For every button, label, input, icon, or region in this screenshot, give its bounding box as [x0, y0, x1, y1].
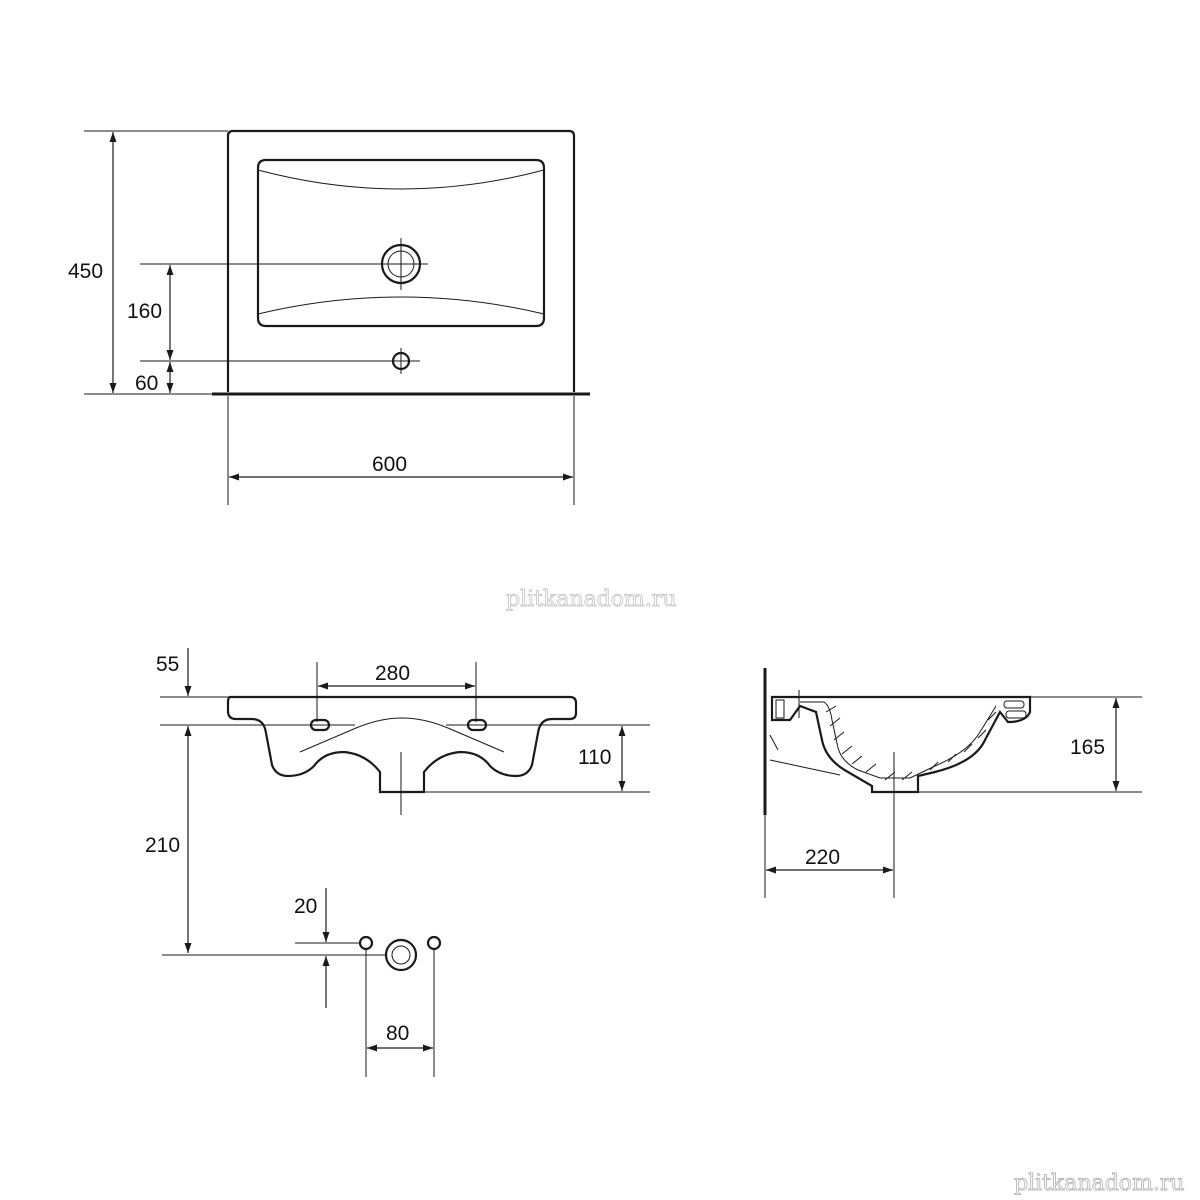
side-section: 165 220 [763, 668, 1142, 898]
side-rim-slot [1003, 700, 1025, 709]
dim-front-rim: 55 [156, 653, 179, 676]
detail-left-hole [358, 935, 374, 951]
dim-top-drain-offset: 160 [127, 300, 162, 323]
side-section-hatch [825, 705, 997, 781]
front-view-outline [226, 695, 578, 794]
detail-right-hole [426, 935, 442, 951]
watermark-center: plitkanadom.ru [506, 587, 677, 612]
detail-center-inner [391, 945, 411, 965]
front-view: 55 280 110 210 [145, 648, 650, 953]
dim-top-tap-offset: 60 [135, 372, 158, 395]
hole-detail: 20 80 [162, 888, 442, 1077]
side-section-inner [800, 701, 997, 779]
side-overflow [775, 699, 785, 719]
dim-detail-spacing: 80 [386, 1022, 409, 1045]
dim-front-mount-height: 210 [145, 834, 180, 857]
dim-front-bowl-height: 110 [578, 746, 611, 769]
side-rim-slot-2 [1005, 710, 1027, 719]
dim-side-drain-offset: 220 [805, 846, 840, 869]
dim-detail-vertical: 20 [294, 895, 317, 918]
front-view-bowl [299, 717, 505, 753]
bowl-back-curve [257, 169, 545, 190]
watermark-corner: plitkanadom.ru [1014, 1171, 1185, 1196]
dim-side-height: 165 [1070, 736, 1105, 759]
dim-top-depth: 450 [68, 260, 103, 283]
dim-front-hole-spacing: 280 [375, 662, 410, 685]
dim-top-width: 600 [372, 453, 407, 476]
top-view: 450 160 60 600 [68, 129, 590, 505]
detail-center-outer [384, 938, 418, 972]
bowl-front-curve [257, 296, 545, 315]
